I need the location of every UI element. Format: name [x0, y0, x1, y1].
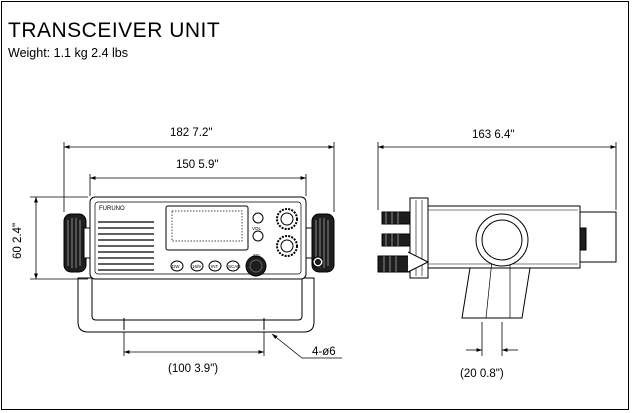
button-label-16-9: 16/9	[192, 264, 201, 269]
lcd-screen	[171, 210, 243, 242]
dim-text-100: (100 3.9")	[168, 363, 218, 375]
side-knob-top	[381, 211, 411, 225]
side-view	[377, 197, 617, 319]
button-label-dw: DW	[172, 264, 180, 269]
button-label-scan: SCAN	[228, 264, 241, 269]
button-int	[208, 260, 222, 272]
front-right-side-knob	[303, 213, 335, 273]
side-bracket	[461, 267, 531, 319]
front-view	[63, 196, 335, 333]
side-pivot-knob-inner	[481, 219, 523, 261]
front-dimensions	[30, 142, 342, 359]
lower-small-button	[252, 230, 264, 242]
side-knob-middle	[381, 233, 411, 247]
upper-small-button	[252, 212, 264, 224]
brand-label: FURUNO	[99, 206, 125, 212]
dim-text-20: (20 0.8")	[460, 368, 504, 380]
volume-knob	[276, 208, 298, 230]
speaker-grille	[98, 221, 154, 271]
button-dw	[170, 260, 184, 272]
side-clip	[407, 251, 430, 273]
weight-spec: Weight: 1.1 kg 2.4 lbs	[8, 46, 128, 60]
dim-text-60: 60 2.4"	[12, 223, 24, 259]
dim-text-150: 150 5.9"	[176, 159, 218, 171]
knob-label-vol: VOL	[252, 226, 262, 231]
drawing-title: TRANSCEIVER UNIT	[8, 19, 221, 42]
channel-knob	[245, 255, 267, 277]
button-scan	[226, 260, 240, 272]
side-pivot-knob-outer	[475, 213, 529, 267]
hole-leader	[271, 333, 342, 359]
dim-text-163: 163 6.4"	[472, 129, 514, 141]
button-16-9	[190, 260, 204, 272]
dim-text-182: 182 7.2"	[170, 127, 212, 139]
side-dimensions	[377, 142, 617, 356]
front-left-side-knob	[63, 213, 93, 273]
button-label-int: INT	[211, 264, 219, 269]
knob-label-sq: SQ	[253, 253, 260, 258]
side-knob-bottom	[377, 255, 411, 273]
front-bracket	[77, 277, 315, 333]
squelch-knob	[276, 235, 298, 257]
dim-text-hole: 4-ø6	[312, 346, 336, 358]
lcd-frame	[165, 205, 249, 251]
